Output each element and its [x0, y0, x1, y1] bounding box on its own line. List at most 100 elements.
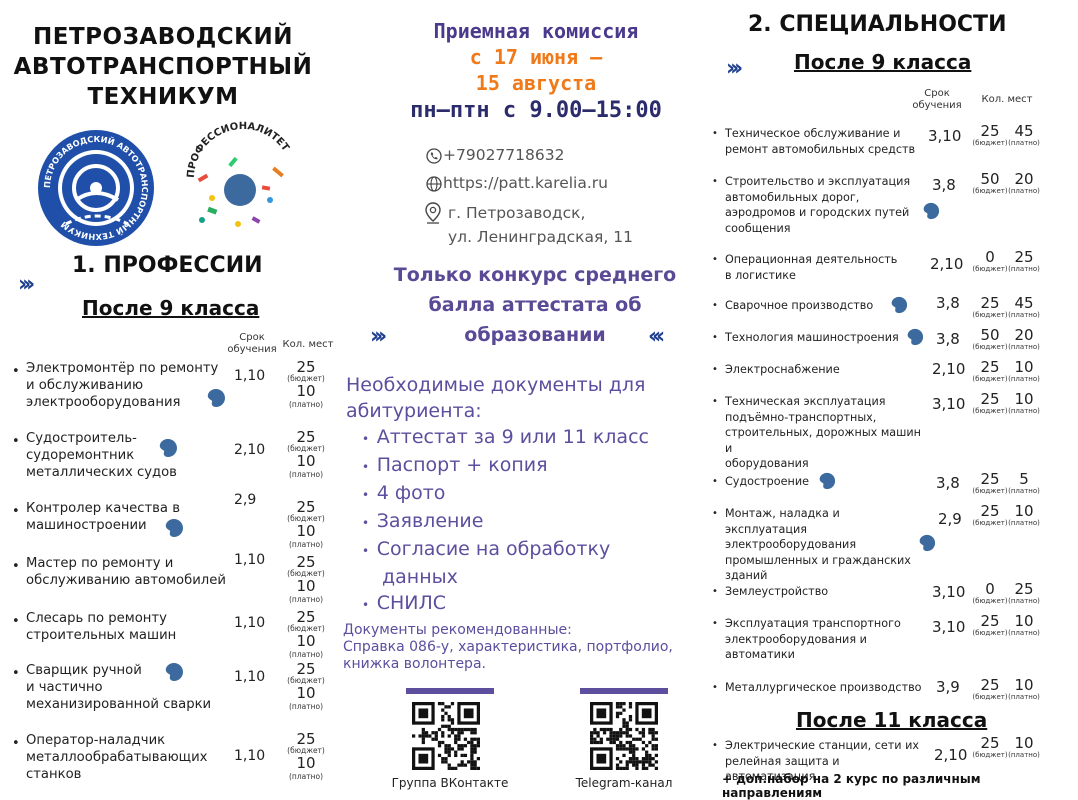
seats-column-header: Кол. мест	[282, 339, 334, 350]
specialty-name: Металлургическое производство	[725, 680, 925, 696]
seats-column-header: Кол. мест	[981, 94, 1033, 105]
specialty-name-line: Эксплуатация транспортного	[725, 617, 901, 630]
profession-name-line: строительных машин	[26, 628, 177, 643]
specialty-name-line: электрооборудования	[725, 538, 857, 551]
paid-seats: 10	[1014, 612, 1034, 630]
profession-name-line: станков	[26, 767, 82, 782]
budget-label: (бюджет)	[972, 187, 1008, 195]
specialty-name: Техническая эксплуатация подъёмно-транспо…	[725, 394, 925, 472]
specialty-name-line: Технология машиностроения	[725, 331, 899, 344]
blob-icon	[919, 534, 936, 552]
budget-seats: 25	[980, 122, 1000, 140]
chevron-right-icon: ›››	[370, 324, 387, 349]
paid-seats: 10	[1014, 358, 1034, 376]
budget-label: (бюджет)	[972, 693, 1008, 701]
bullet-dot: •	[712, 128, 718, 139]
bullet-dot: •	[712, 682, 718, 693]
budget-seats: 25	[296, 730, 316, 748]
paid-label: (платно)	[288, 595, 323, 604]
term-value: 3,8	[932, 176, 956, 194]
specialty-name-line: Сварочное производство	[725, 299, 874, 312]
specialty-name-line: Электрические станции, сети их	[725, 739, 919, 752]
telegram-qr-block[interactable]: Telegram-канал	[572, 688, 676, 792]
paid-seats: 20	[1014, 170, 1034, 188]
paid-seats: 25	[1014, 580, 1034, 598]
profession-name-line: механизированной сварки	[26, 697, 212, 712]
term-value: 2,9	[938, 510, 962, 528]
profession-name-line: Контролер качества в	[26, 501, 180, 516]
specialty-name-line: ремонт автомобильных средств	[725, 142, 916, 156]
budget-label: (бюджет)	[972, 139, 1008, 147]
specialties-subheading: После 9 класса	[794, 50, 972, 74]
budget-label: (бюджет)	[287, 746, 325, 755]
budget-seats: 25	[980, 502, 1000, 520]
paid-seats: 10	[296, 522, 316, 540]
specialty-name-line: строительных, дорожных машин и	[725, 426, 921, 455]
paid-seats: 10	[296, 382, 316, 400]
admission-block: Приемная комиссия с 17 июня – 15 августа…	[410, 19, 662, 123]
budget-label: (бюджет)	[972, 487, 1008, 495]
profession-name-line: Слесарь по ремонту	[26, 611, 167, 626]
budget-label: (бюджет)	[287, 444, 325, 453]
budget-seats: 25	[980, 676, 1000, 694]
bullet-dot: •	[12, 434, 20, 449]
blob-icon	[907, 328, 924, 346]
term-value: 1,10	[234, 615, 266, 631]
professionalitet-logo: ПРОФЕССИОНАЛИТЕТ	[186, 121, 291, 227]
paid-seats: 10	[1014, 390, 1034, 408]
profession-name-line: электрооборудования	[26, 395, 181, 410]
vk-caption: Группа ВКонтакте	[391, 776, 509, 790]
bullet-dot: •	[12, 364, 20, 379]
budget-seats: 50	[980, 326, 1000, 344]
term-value: 2,10	[930, 255, 964, 273]
specialty-name-line: автоматики	[725, 648, 795, 661]
profession-name-line: машиностроении	[26, 518, 147, 533]
paid-label: (платно)	[288, 540, 323, 549]
term-value: 3,10	[932, 618, 966, 636]
paid-seats: 10	[1014, 502, 1034, 520]
specialty-name: Электрические станции, сети их релейная з…	[725, 738, 925, 785]
after-11-subheading: После 11 класса	[796, 708, 988, 732]
paid-label: (платно)	[1008, 311, 1040, 319]
budget-label: (бюджет)	[972, 597, 1008, 605]
specialty-name: Землеустройство	[725, 584, 925, 600]
specialty-name-line: электрооборудования и	[725, 632, 867, 646]
term-value: 2,10	[934, 746, 968, 764]
specialty-name-line: подъёмно-транспортных,	[725, 410, 877, 424]
list-item: • Паспорт + копия	[362, 454, 548, 476]
vk-qr-code[interactable]	[412, 702, 480, 770]
budget-label: (бюджет)	[287, 624, 325, 633]
address-line2: ул. Ленинградская, 11	[448, 228, 633, 246]
profession-name-line: металлических судов	[26, 465, 177, 480]
list-item: • Заявление	[362, 510, 484, 532]
profession-name-line: обслуживанию автомобилей	[26, 573, 226, 588]
budget-seats: 25	[296, 428, 316, 446]
paid-seats: 10	[296, 684, 316, 702]
budget-seats: 25	[296, 660, 316, 678]
profession-name-line: и частично	[26, 680, 103, 695]
paid-seats: 45	[1014, 122, 1034, 140]
site-link[interactable]: https://patt.karelia.ru	[443, 174, 608, 192]
bullet-dot: •	[712, 332, 718, 343]
specialty-name-line: Техническая эксплуатация	[725, 395, 886, 408]
budget-seats: 0	[985, 580, 995, 598]
telegram-qr-code[interactable]	[590, 702, 658, 770]
budget-seats: 25	[980, 358, 1000, 376]
profession-name-line: судоремонтник	[26, 448, 135, 463]
professions-subheading: После 9 класса	[82, 296, 260, 320]
specialty-name: Эксплуатация транспортного электрооборудо…	[725, 616, 925, 663]
paid-label: (платно)	[1008, 187, 1040, 195]
vk-qr-block[interactable]: Группа ВКонтакте	[392, 688, 508, 792]
budget-seats: 25	[296, 498, 316, 516]
professions-heading: 1. ПРОФЕССИИ	[72, 253, 263, 278]
paid-seats: 10	[296, 577, 316, 595]
chevron-icon: ›››	[18, 272, 35, 297]
term-value: 2,10	[932, 360, 966, 378]
profession-name-line: Электромонтёр по ремонту	[26, 361, 219, 376]
specialty-name-line: релейная защита и автоматизация	[725, 754, 840, 784]
bullet-dot: •	[712, 254, 718, 265]
term-value: 1,10	[234, 552, 266, 568]
list-item: • Согласие на обработку	[362, 538, 611, 560]
list-item: • Аттестат за 9 или 11 класс	[362, 426, 649, 448]
